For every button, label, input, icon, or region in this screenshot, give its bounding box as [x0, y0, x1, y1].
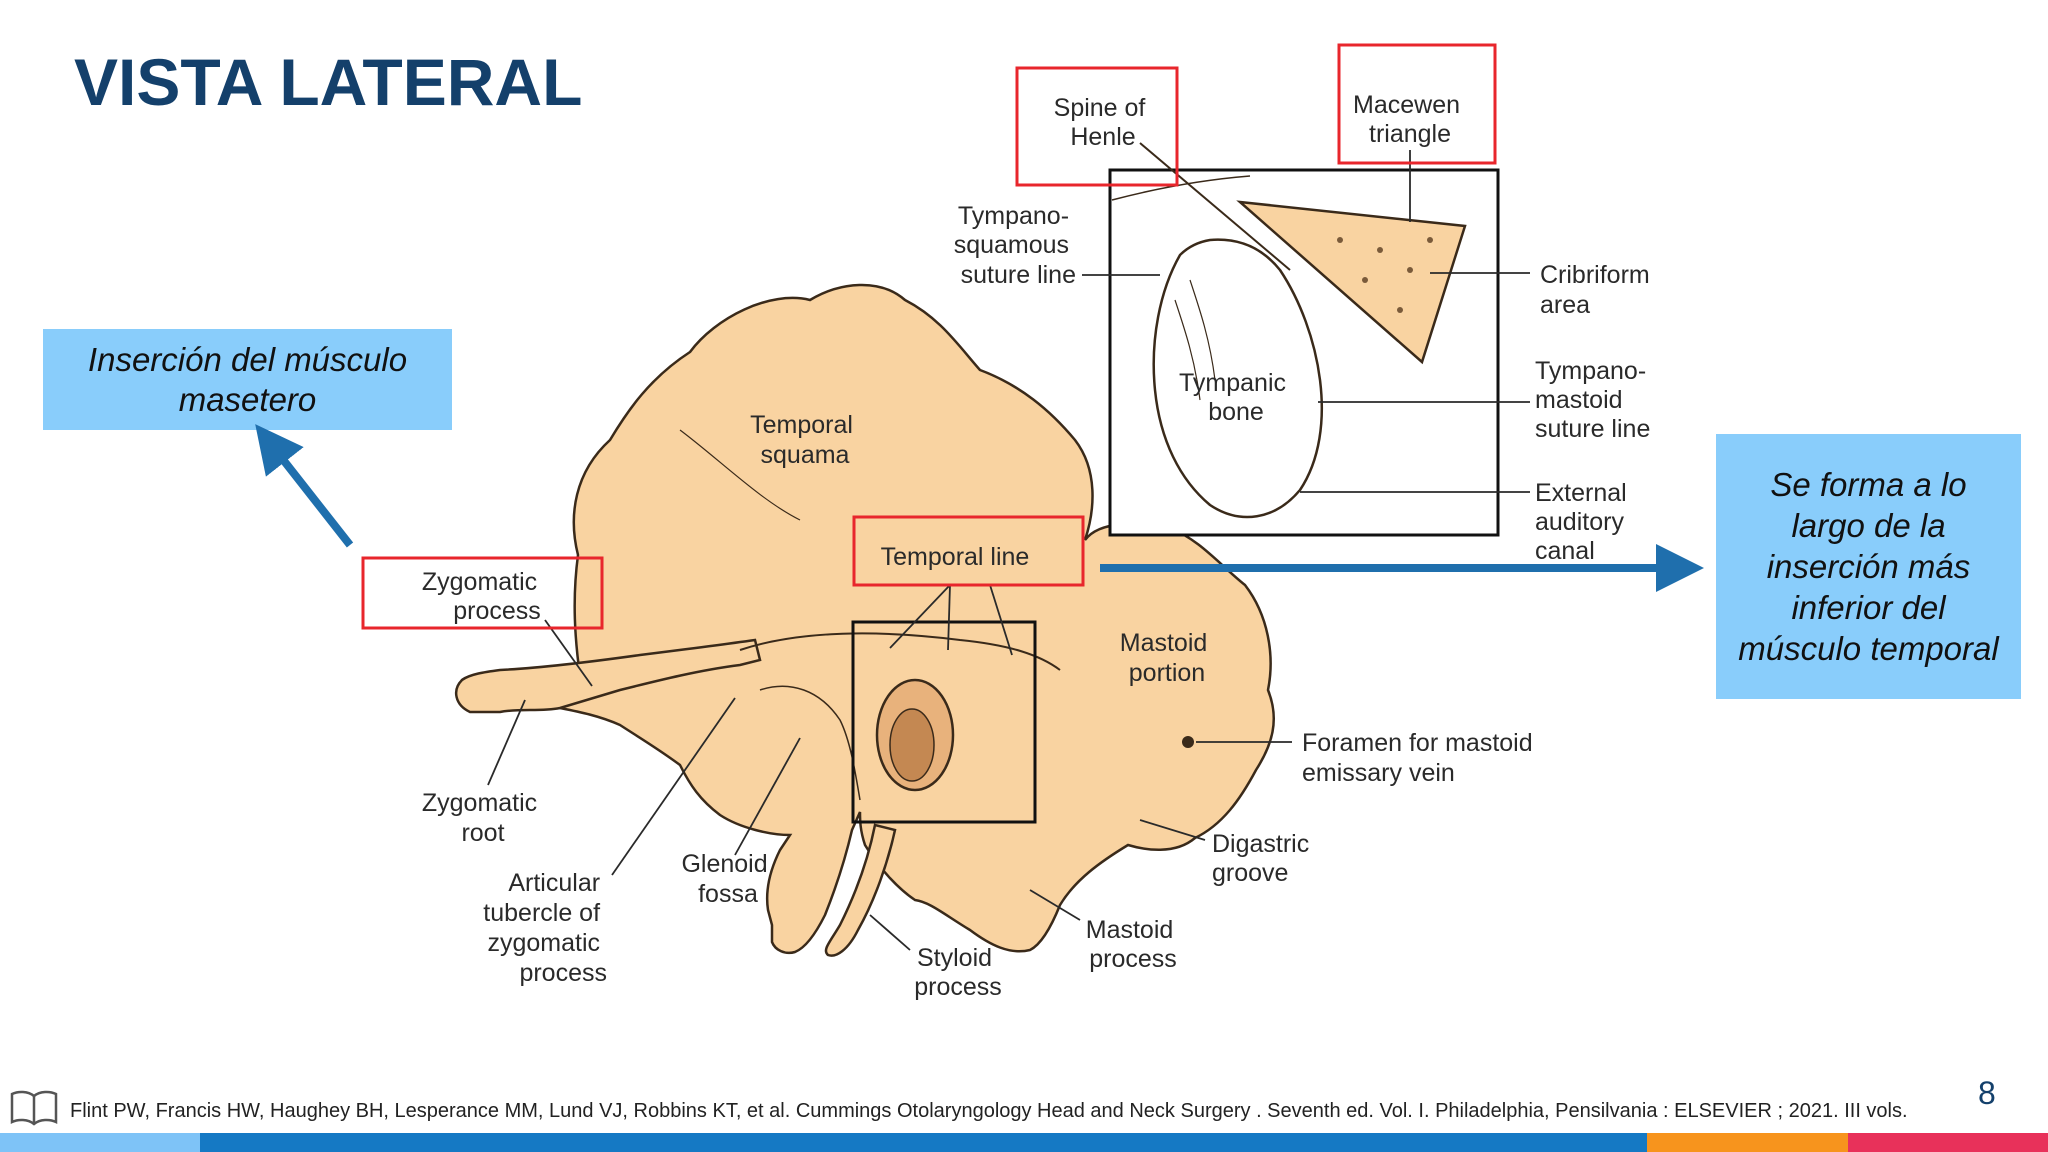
leader-line: [544, 619, 593, 687]
bar-segment-blue: [200, 1133, 1647, 1152]
arrow-to-masseter-callout: [255, 424, 354, 548]
leader-line: [869, 914, 911, 951]
cribriform-dot: [1397, 307, 1403, 313]
cribriform-dot: [1407, 267, 1413, 273]
styloid-process-shape: [824, 823, 897, 957]
callout-temporal-insertion: Se forma a lo largo de la inserción más …: [1716, 434, 2021, 699]
inset-detail: [1108, 142, 1500, 537]
highlight-spine-of-henle: [1015, 66, 1179, 187]
label-zygomatic-root: Zygomatic root: [422, 789, 544, 847]
highlight-zygomatic-process: [361, 556, 604, 630]
label-zygomatic-process: Zygomatic process: [422, 568, 544, 625]
leader-line: [1139, 819, 1206, 841]
label-mastoid-portion: Mastoid portion: [1120, 629, 1215, 687]
bar-segment-light-blue: [0, 1133, 200, 1152]
label-styloid-process: Styloid process: [914, 944, 1002, 1001]
label-foramen-mastoid-emissary-vein: Foramen for mastoid emissary vein: [1302, 729, 1540, 787]
glenoid-fossa-outline: [759, 685, 861, 801]
temporal-bone-illustration: [454, 283, 1275, 957]
cribriform-dot: [1427, 237, 1433, 243]
leader-line: [734, 737, 801, 856]
highlight-boxes: [361, 43, 1497, 630]
highlight-macewen-triangle: [1337, 43, 1497, 165]
bibliographic-reference: Flint PW, Francis HW, Haughey BH, Lesper…: [70, 1100, 1908, 1122]
label-macewen-triangle: Macewen triangle: [1353, 91, 1467, 148]
label-articular-tubercle: Articular tubercle of zygomatic process: [483, 869, 607, 987]
tympanic-bone-hatching: [1174, 279, 1216, 401]
bar-segment-pink: [1848, 1133, 2048, 1152]
temporal-squama-shape: [459, 283, 1275, 955]
leader-line: [889, 584, 951, 649]
label-mastoid-process: Mastoid process: [1086, 916, 1181, 973]
label-external-auditory-canal: External auditory canal: [1535, 479, 1634, 565]
label-glenoid-fossa: Glenoid fossa: [681, 850, 774, 908]
label-tympanomastoid-suture: Tympano- mastoid suture line: [1535, 357, 1653, 443]
label-spine-of-henle: Spine of Henle: [1054, 94, 1153, 151]
page-number: 8: [1978, 1075, 1996, 1111]
cribriform-dot: [1362, 277, 1368, 283]
open-book-icon: [10, 1090, 58, 1126]
mastoid-foramen: [1182, 736, 1194, 748]
meatus-inner: [889, 708, 935, 782]
tympanic-bone-shape: [1152, 238, 1324, 519]
label-tympanic-bone: Tympanic bone: [1179, 369, 1293, 426]
highlight-temporal-line: [852, 515, 1085, 587]
label-tympanosquamous-suture: Tympano- squamous suture line: [954, 202, 1076, 289]
label-digastric-groove: Digastric groove: [1212, 830, 1316, 887]
leader-line: [989, 584, 1013, 656]
macewen-triangle-shape: [1236, 200, 1467, 365]
anatomy-labels: Spine of Henle Macewen triangle Tympano-…: [422, 91, 1657, 1001]
label-cribriform-area: Cribriform area: [1540, 261, 1657, 319]
squama-inner-contour: [679, 429, 801, 521]
bar-segment-orange: [1647, 1133, 1848, 1152]
leader-lines: [487, 150, 1530, 951]
label-temporal-squama: Temporal squama: [750, 411, 860, 469]
leader-line: [611, 697, 736, 876]
callout-masseter-insertion: Inserción del músculo masetero: [43, 329, 452, 430]
label-temporal-line: Temporal line: [881, 543, 1030, 571]
footer-color-bar: [0, 1133, 2048, 1152]
slide-title: VISTA LATERAL: [74, 45, 583, 119]
detail-frame: [851, 620, 1037, 824]
leader-line: [487, 699, 526, 786]
leader-line: [947, 584, 951, 651]
zygomatic-process-shape: [454, 638, 762, 714]
cribriform-dot: [1377, 247, 1383, 253]
leader-line: [1029, 889, 1081, 921]
cribriform-dot: [1337, 237, 1343, 243]
spine-of-henle-line: [1139, 142, 1291, 271]
